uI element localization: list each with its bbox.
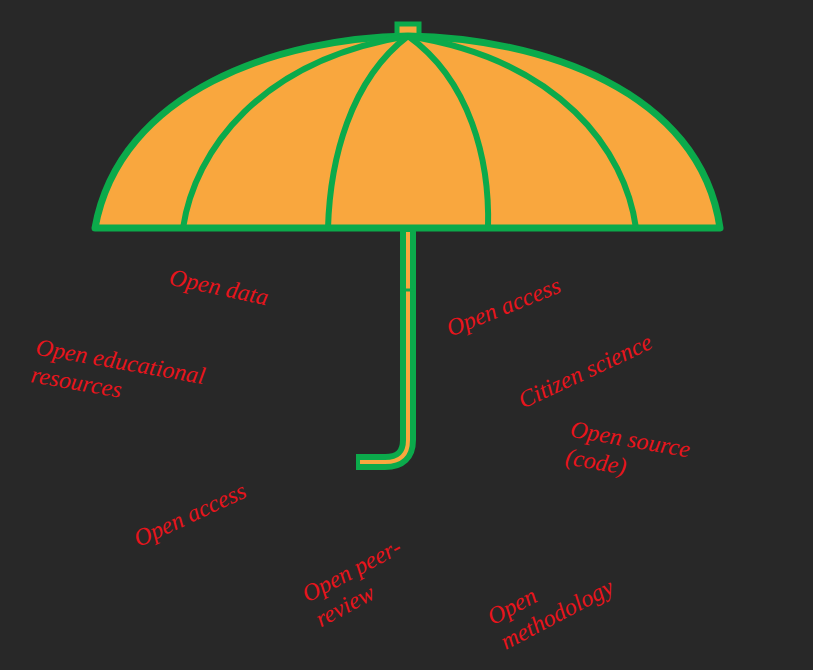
topic-label: Open peer-review — [298, 523, 439, 633]
canopy-ribs — [183, 36, 636, 228]
topic-label: Open source (code) — [563, 416, 720, 496]
topic-label: Open methodology — [483, 536, 641, 655]
topic-label: Open educational resources — [29, 334, 255, 427]
umbrella-canopy — [95, 36, 720, 228]
topic-label: Open access — [443, 257, 602, 343]
topic-label: Open data — [167, 264, 310, 320]
topic-label: Citizen science — [514, 309, 698, 414]
umbrella-handle — [356, 230, 415, 462]
topic-label: Open access — [130, 461, 287, 554]
